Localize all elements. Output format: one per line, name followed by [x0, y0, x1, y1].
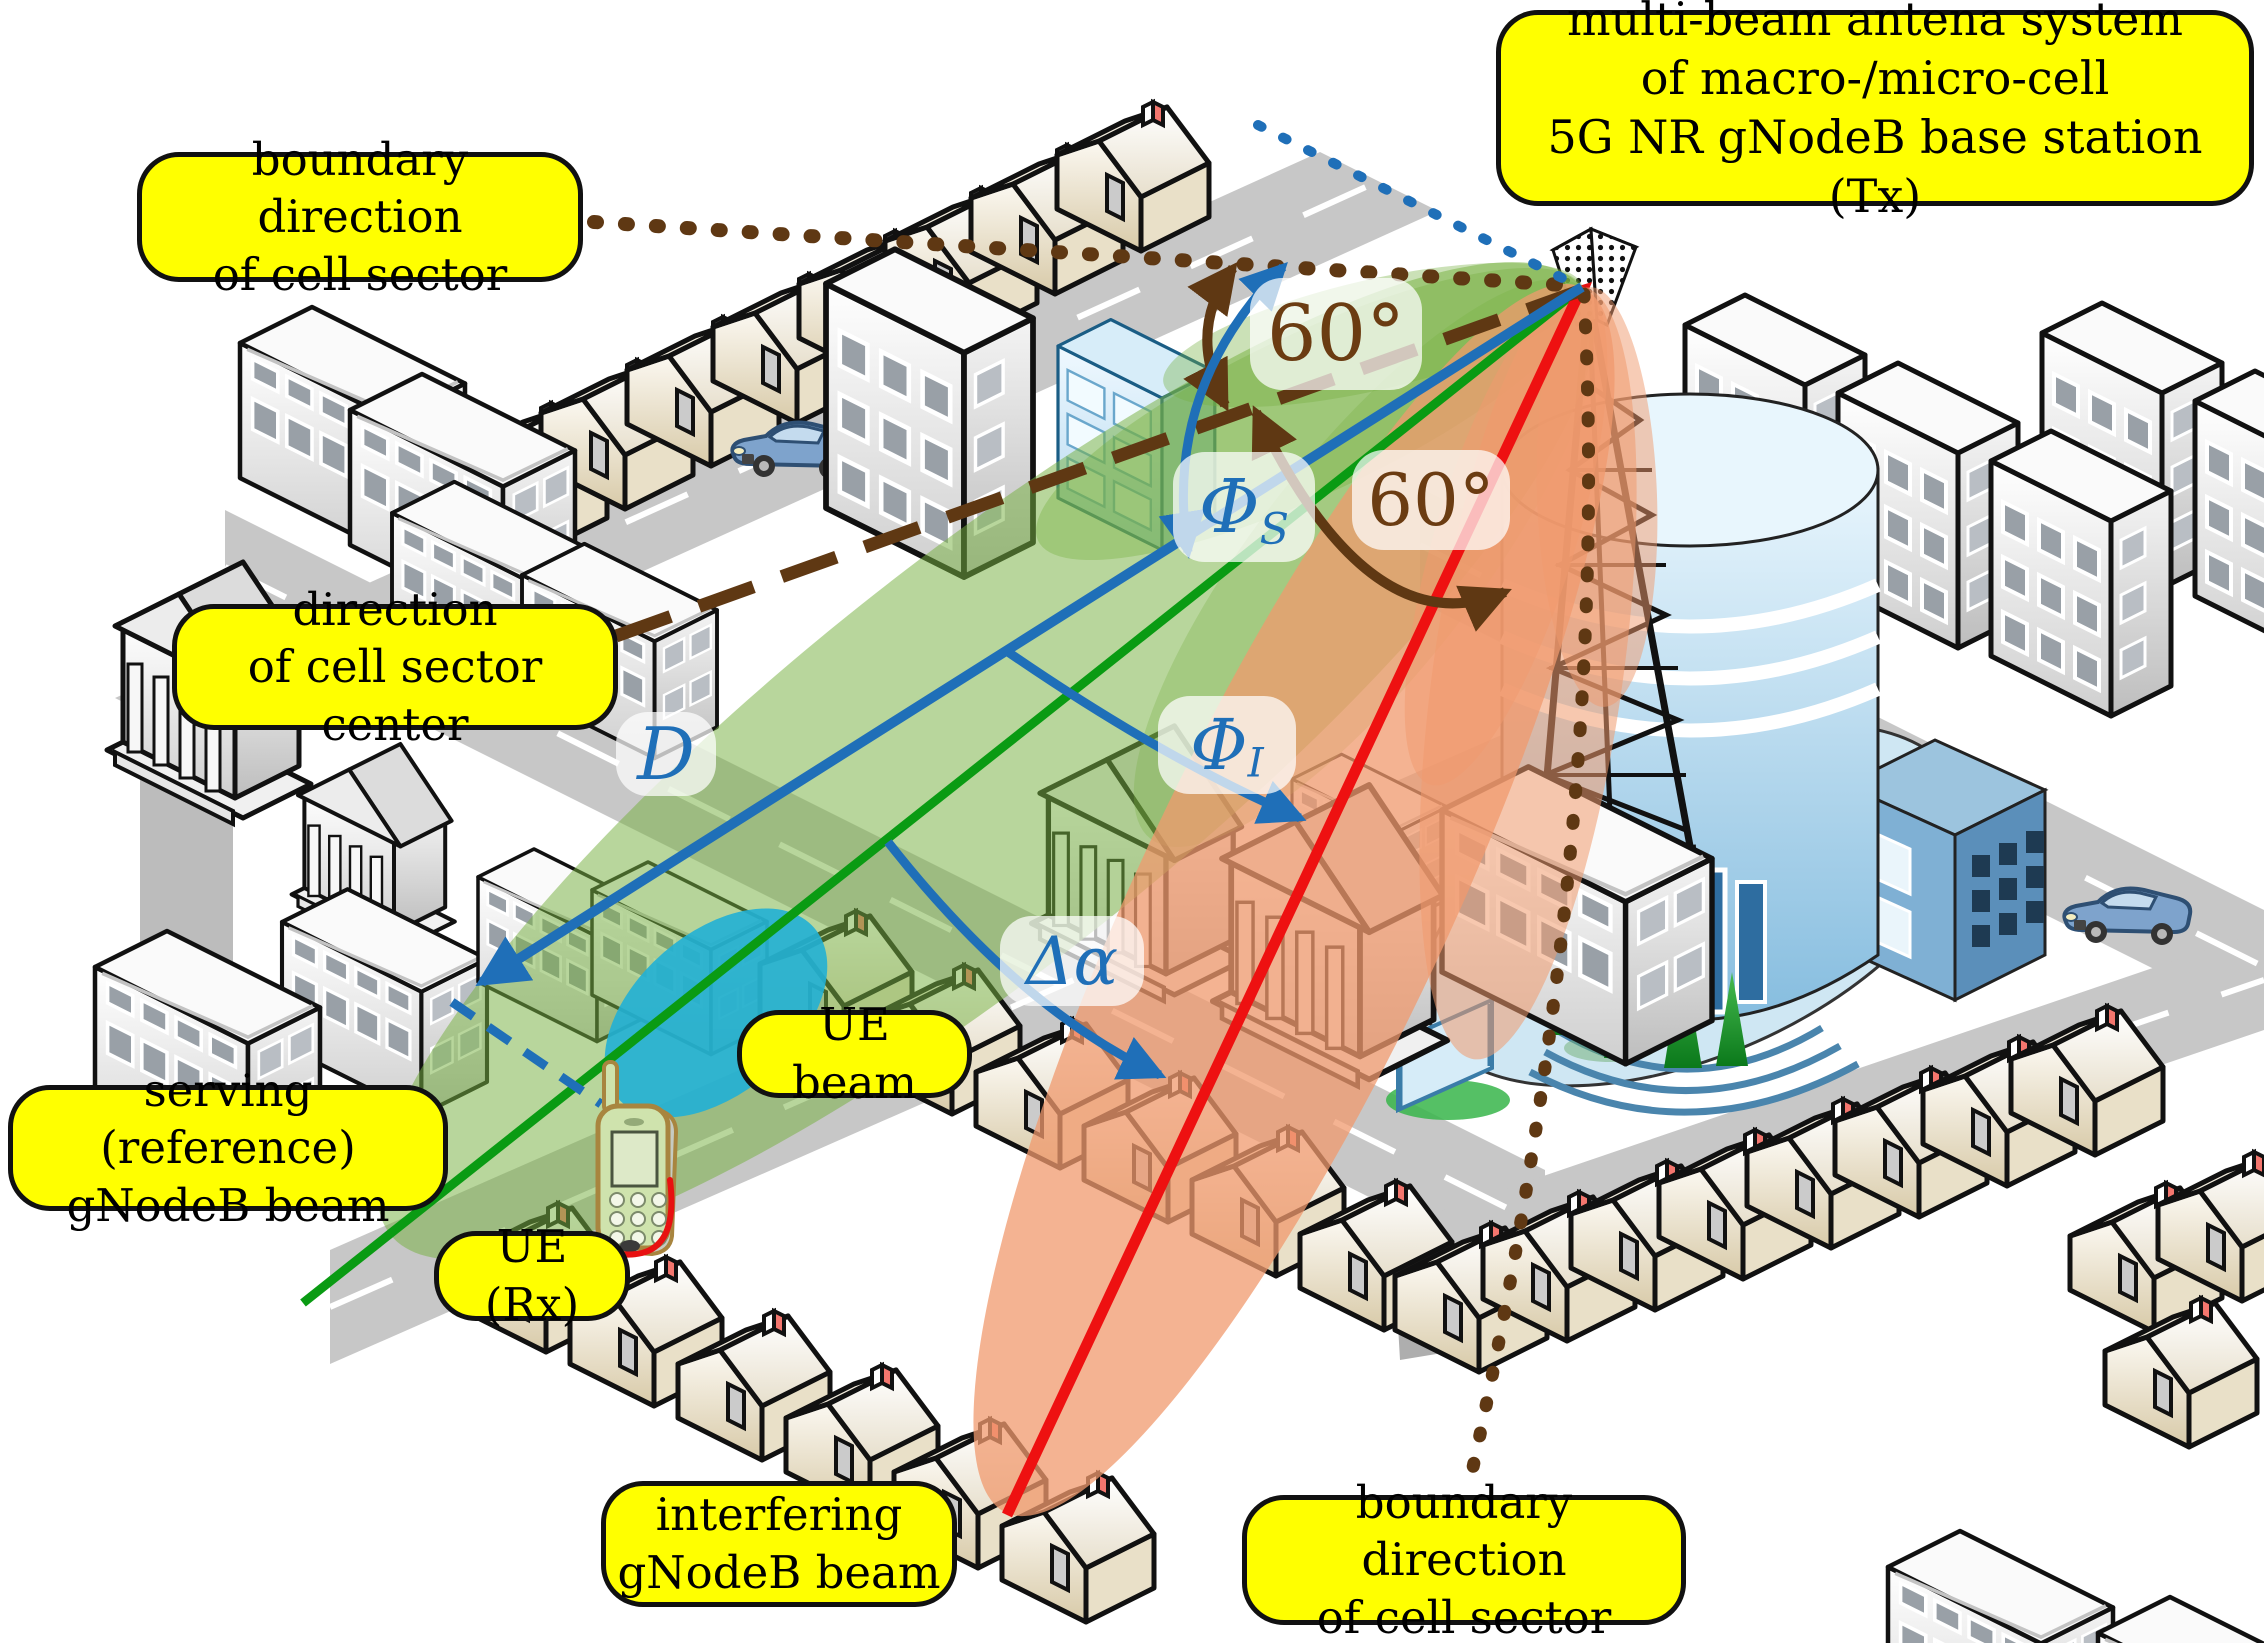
label-line: boundary direction	[251, 132, 469, 244]
label-line: gNodeB beam	[66, 1178, 390, 1232]
measure-subscript: S	[1259, 504, 1290, 555]
label-line: UE (Rx)	[484, 1220, 580, 1331]
label-line: multi-beam antena system	[1567, 0, 2183, 47]
label-line: gNodeB beam	[617, 1546, 941, 1599]
label-line: serving (reference)	[100, 1063, 356, 1175]
label-line: boundary direction	[1355, 1475, 1573, 1587]
measure-value: Δα	[1025, 922, 1119, 1000]
building	[2098, 1597, 2264, 1643]
measure-delta-alpha: Δα	[1000, 916, 1144, 1006]
label-line: interfering	[655, 1488, 903, 1542]
measure-distance-d: D	[616, 712, 716, 796]
label-line: of cell sector center	[247, 640, 543, 751]
measure-value: 60°	[1266, 289, 1406, 379]
sector-boundary-line-lower	[1461, 287, 1596, 1497]
ue-phone-icon	[595, 1060, 679, 1258]
measure-symbol: Φ	[1198, 464, 1260, 550]
distance-line	[475, 282, 1585, 987]
beam-reference-dotted-line	[1253, 120, 1583, 291]
building	[2195, 371, 2264, 656]
label-ue-rx: UE (Rx)	[434, 1220, 630, 1331]
label-line: direction	[292, 582, 498, 636]
measure-value: D	[637, 712, 695, 796]
label-line: of cell sector	[212, 247, 508, 301]
label-serving-beam: serving (reference) gNodeB beam	[8, 1064, 448, 1232]
label-ue-beam: UE beam	[737, 998, 972, 1109]
label-antenna-system: multi-beam antena system of macro-/micro…	[1496, 0, 2254, 223]
sector-boundary-line-upper	[587, 215, 1585, 293]
label-sector-center-direction: direction of cell sector center	[172, 583, 618, 751]
label-line: of macro-/micro-cell	[1640, 51, 2110, 106]
label-interfering-beam: interfering gNodeB beam	[601, 1481, 957, 1607]
measure-symbol: Φ	[1190, 704, 1248, 786]
building	[1888, 1531, 2113, 1643]
label-boundary-direction-top: boundary direction of cell sector	[137, 133, 583, 301]
label-line: 5G NR gNodeB base station (Tx)	[1547, 110, 2203, 223]
measure-subscript: I	[1247, 738, 1264, 787]
distance-line-extension	[449, 998, 604, 1108]
label-line: of cell sector	[1316, 1590, 1612, 1643]
measure-60deg-lower: 60°	[1352, 450, 1510, 550]
label-boundary-direction-bottom: boundary direction of cell sector	[1242, 1476, 1686, 1643]
measure-value: 60°	[1367, 458, 1495, 542]
measure-60deg-upper: 60°	[1250, 278, 1422, 390]
label-line: UE beam	[792, 998, 917, 1109]
